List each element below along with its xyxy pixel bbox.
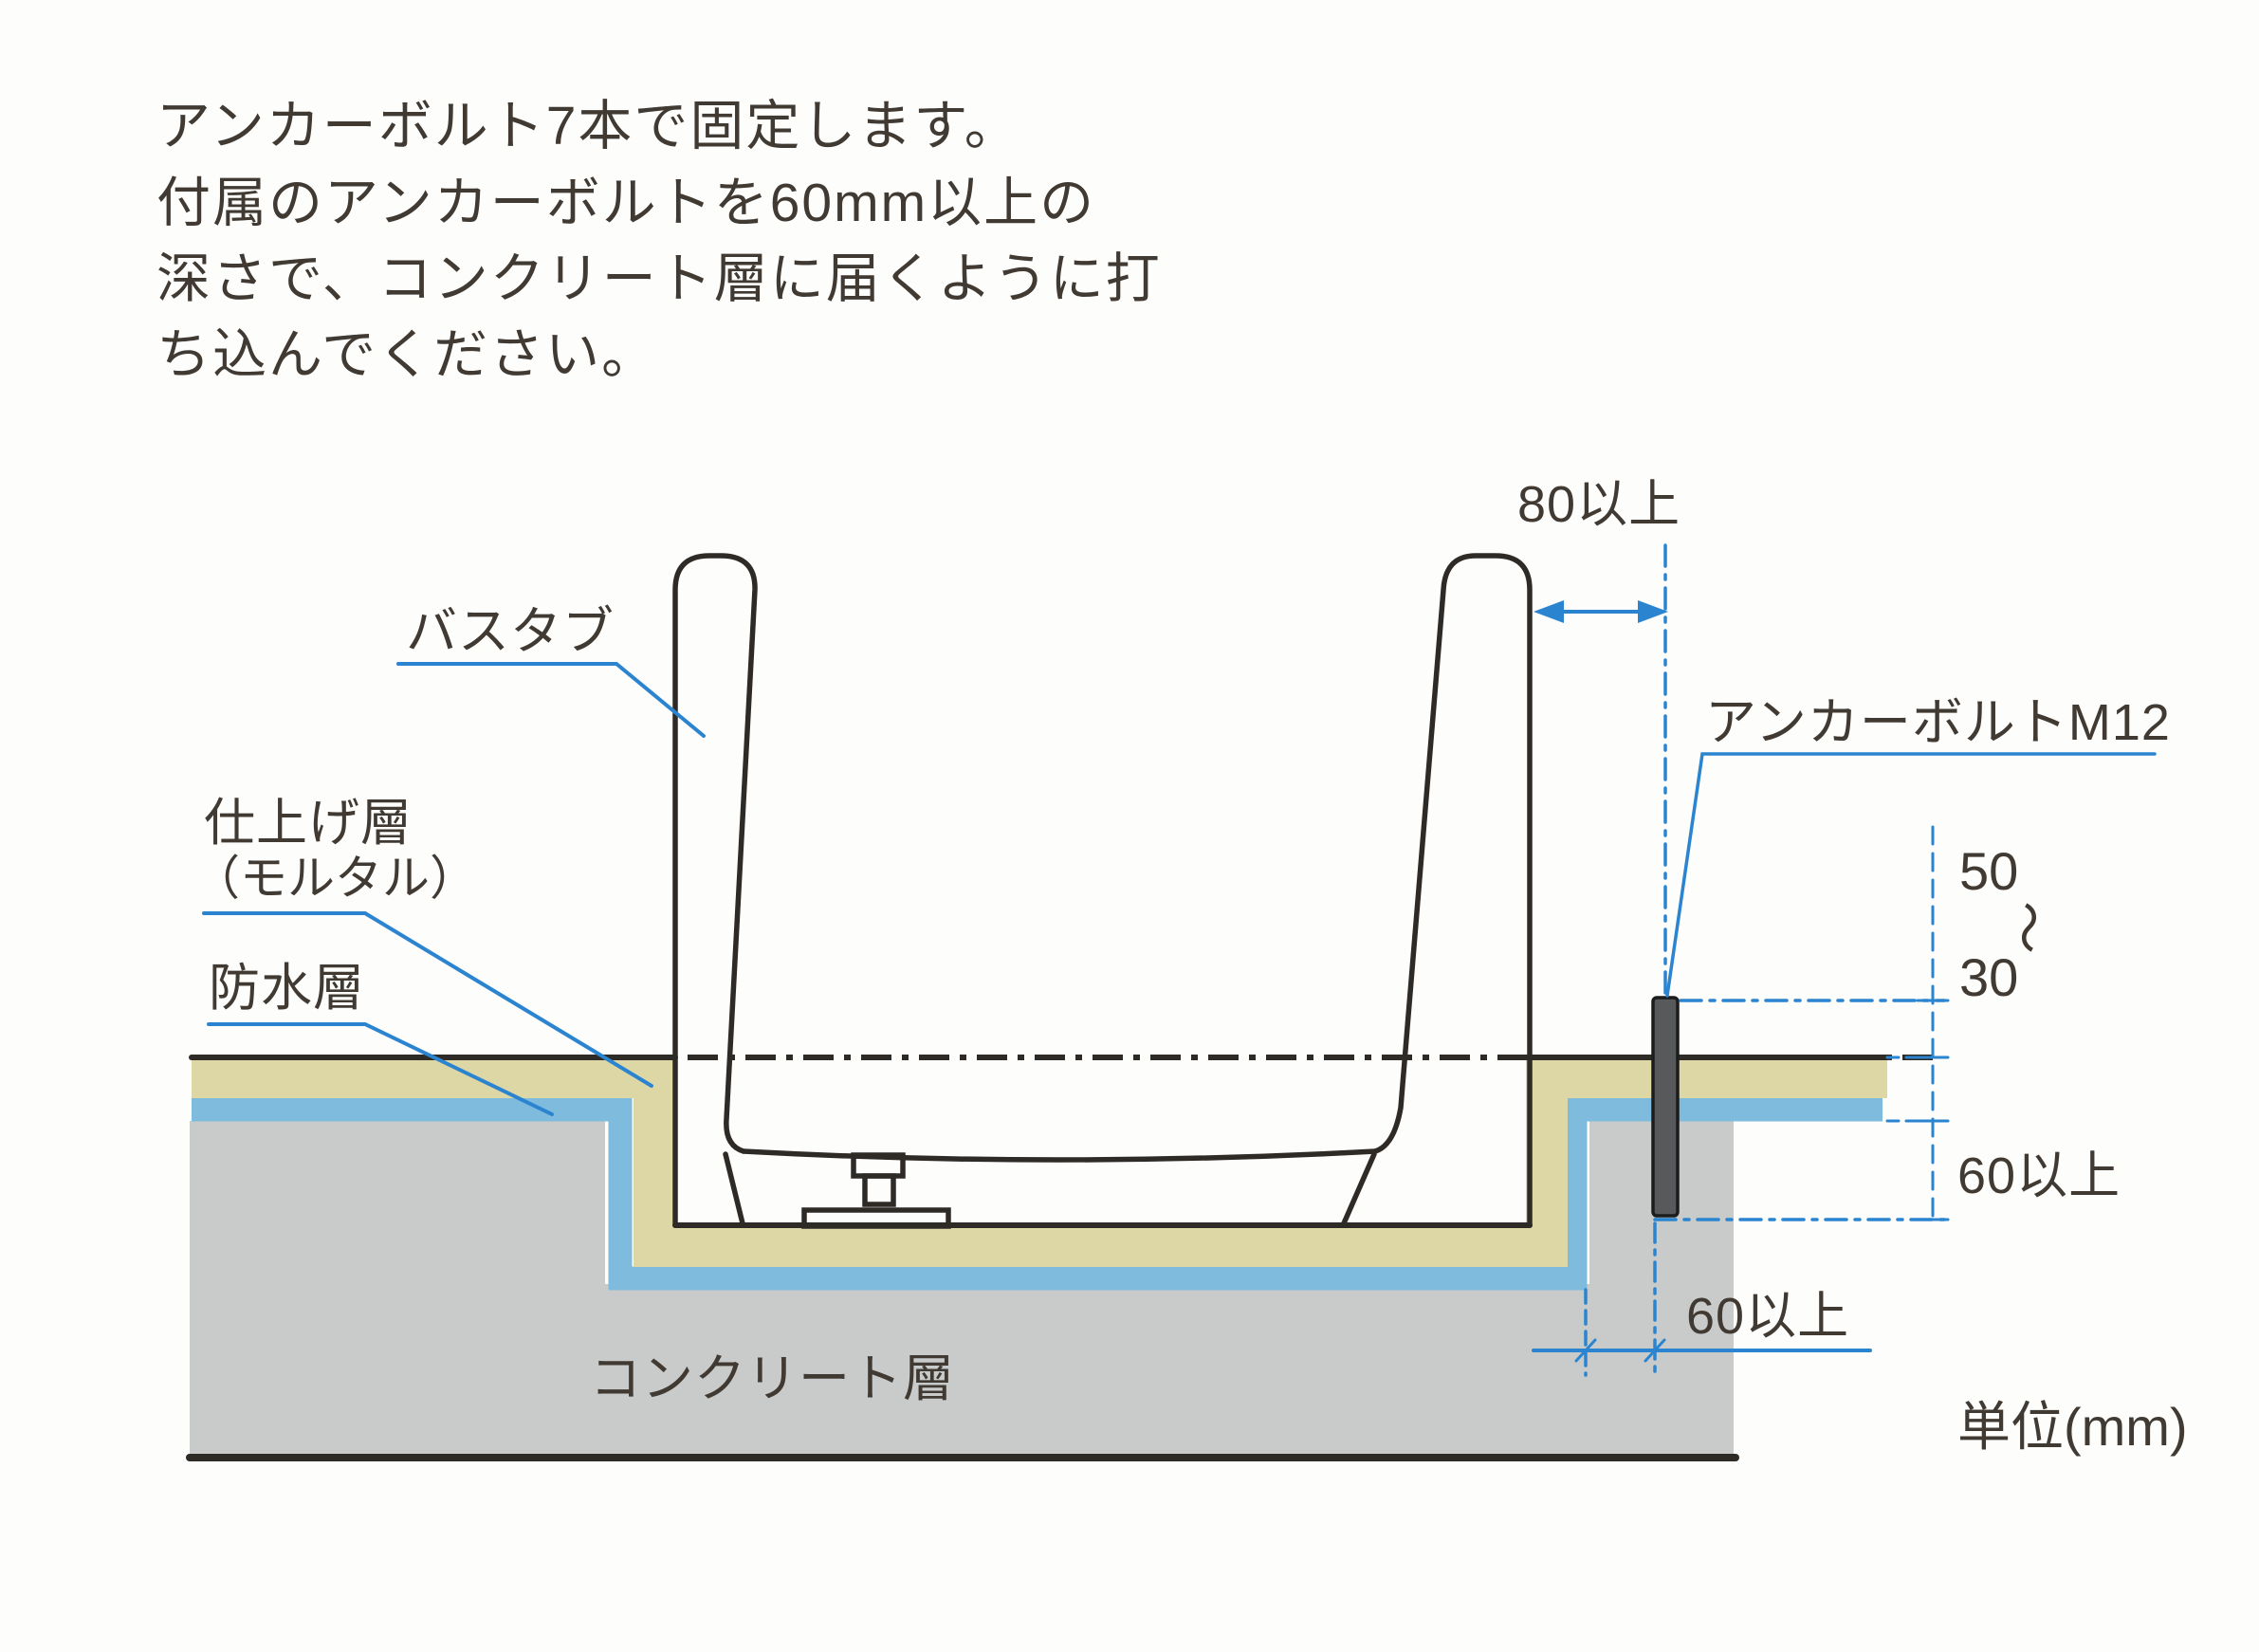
side-clearance-tick-left	[1574, 1338, 1597, 1363]
waterproof-layer-label: 防水層	[209, 960, 365, 1017]
instruction-line-3: 深さで、コンクリート層に届くように打	[156, 248, 1162, 309]
anchor-bolt	[1651, 996, 1680, 1218]
bathtub-right-wall	[1372, 553, 1533, 1228]
bathtub-left-leg	[723, 1151, 745, 1226]
bathtub-left-wall	[672, 553, 758, 1228]
mortar-finish-layer	[192, 1056, 1887, 1267]
dimension-linework	[202, 543, 2157, 1377]
anchor-bolt-label: アンカーボルトM12	[1705, 694, 2171, 751]
bathtub-label: バスタブ	[406, 603, 615, 660]
finish-layer-label-leader	[202, 911, 653, 1088]
waterproof-label-leader	[207, 1022, 554, 1116]
edge-clearance-arrowhead-right	[1638, 600, 1668, 623]
edge-clearance-arrowhead-left	[1534, 600, 1564, 623]
bathtub-outline	[672, 553, 1533, 1229]
bathtub-interior-bottom	[741, 1148, 1378, 1163]
embed-depth-value: 60以上	[1957, 1147, 2121, 1204]
finish-layer-label: 仕上げ層	[204, 795, 413, 852]
bathtub-base-plate	[801, 1207, 951, 1229]
drain-fitting-lower	[862, 1173, 896, 1207]
protrusion-tilde: 〜	[1997, 901, 2057, 954]
unit-label: 単位(mm)	[1957, 1397, 2188, 1457]
protrusion-max-value: 50	[1959, 841, 2018, 901]
instruction-line-2: 付属のアンカーボルトを60mm以上の	[156, 173, 1095, 233]
side-clearance-value: 60以上	[1686, 1288, 1849, 1345]
instruction-line-4: ち込んでください。	[156, 324, 657, 385]
instruction-line-1: アンカーボルト7本で固定します。	[156, 96, 1020, 156]
protrusion-min-value: 30	[1959, 947, 2018, 1007]
bathtub-right-leg	[1341, 1151, 1377, 1226]
diagram-text: アンカーボルト7本で固定します。 付属のアンカーボルトを60mm以上の 深さで、…	[156, 96, 2188, 1457]
side-clearance-tick-right	[1644, 1338, 1666, 1363]
anchor-bolt-label-leader	[1665, 752, 2157, 998]
edge-clearance-value: 80以上	[1517, 476, 1680, 533]
concrete-layer-label: コンクリート層	[590, 1350, 955, 1407]
bathtub-label-leader	[396, 662, 706, 738]
finish-layer-sublabel: （モルタル）	[193, 852, 477, 905]
waterproof-layer	[192, 1097, 1882, 1291]
